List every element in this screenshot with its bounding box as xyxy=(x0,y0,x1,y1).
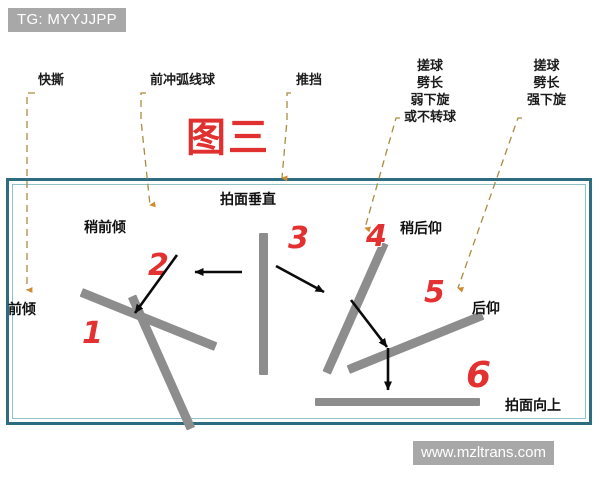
connector-tuidang xyxy=(281,92,291,182)
callout-cuoqiu-strong-line-1: 劈长 xyxy=(533,76,560,91)
position-number-1: 1 xyxy=(82,316,103,351)
callout-kuaisi-line-0: 快撕 xyxy=(38,73,65,88)
callout-cuoqiu-strong-spin: 搓球 劈长 强下旋 xyxy=(527,58,566,109)
callout-cuoqiu-weak-line-0: 搓球 xyxy=(417,59,444,74)
callout-cuoqiu-weak-line-3: 或不转球 xyxy=(404,110,457,125)
callout-qianchong-huxianqiu: 前冲弧线球 xyxy=(150,72,215,89)
figure-title: 图三 xyxy=(186,115,270,161)
paddle-bar-6 xyxy=(315,398,480,406)
angle-label-qianqing: 前倾 xyxy=(8,302,36,318)
position-number-5: 5 xyxy=(424,275,445,310)
angle-label-shao-houyang: 稍后仰 xyxy=(400,221,442,237)
tg-handle-badge: TG: MYYJJPP xyxy=(8,8,126,33)
callout-cuoqiu-weak-line-1: 劈长 xyxy=(417,76,444,91)
paddle-bar-3 xyxy=(259,233,268,375)
callout-cuoqiu-weak-line-2: 弱下旋 xyxy=(410,93,450,108)
position-number-2: 2 xyxy=(148,248,169,283)
position-number-3: 3 xyxy=(288,221,309,256)
position-number-6: 6 xyxy=(466,355,492,396)
callout-qianchong-line-0: 前冲弧线球 xyxy=(150,73,216,88)
callout-cuoqiu-strong-line-2: 强下旋 xyxy=(527,93,567,108)
callout-cuoqiu-strong-line-0: 搓球 xyxy=(533,59,560,74)
angle-label-shao-qianqing: 稍前倾 xyxy=(84,220,126,236)
angle-label-paimian-xiangshang: 拍面向上 xyxy=(505,398,561,414)
position-number-4: 4 xyxy=(366,219,387,254)
angle-label-paimian-chuizhi: 拍面垂直 xyxy=(220,192,276,208)
angle-label-houyang: 后仰 xyxy=(472,301,500,317)
callout-cuoqiu-weak-spin: 搓球 劈长 弱下旋 或不转球 xyxy=(404,58,456,126)
callout-kuaisi: 快撕 xyxy=(38,72,64,89)
site-watermark: www.mzltrans.com xyxy=(413,441,555,466)
callout-tuidang-line-0: 推挡 xyxy=(296,73,323,88)
callout-tuidang: 推挡 xyxy=(296,72,322,89)
